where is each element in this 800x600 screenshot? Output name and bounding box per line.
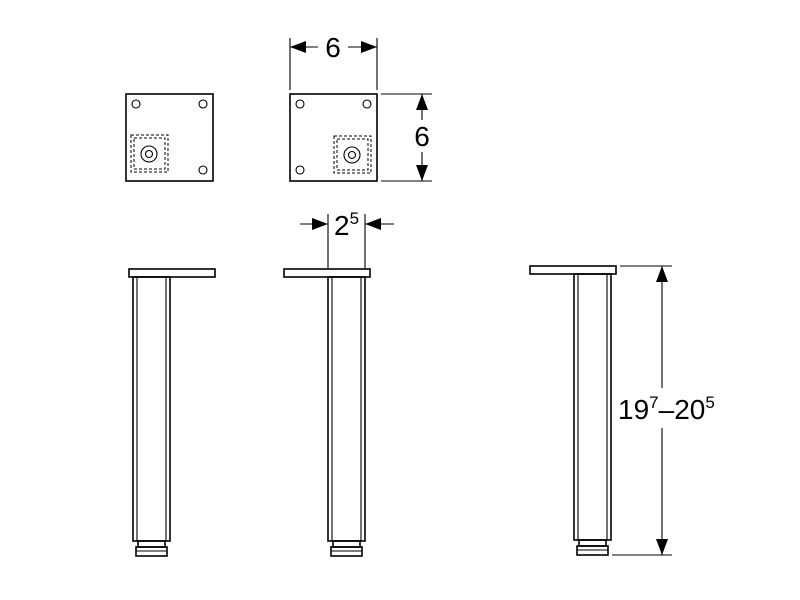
arrow-left-icon bbox=[365, 218, 381, 230]
leg-side-view-3 bbox=[529, 265, 617, 556]
plate-width-label: 6 bbox=[325, 32, 341, 63]
arrow-right-icon bbox=[361, 41, 377, 53]
leg-height-label: 197–205 bbox=[618, 393, 715, 425]
leg-side-view-1 bbox=[128, 268, 216, 557]
dimension-plate-width: 6 bbox=[289, 32, 378, 90]
arrow-up-icon bbox=[416, 94, 428, 110]
plate-height-label: 6 bbox=[414, 121, 430, 152]
plate-top-view-left bbox=[125, 93, 214, 182]
arrow-left-icon bbox=[290, 41, 306, 53]
tube-width-label: 25 bbox=[334, 209, 359, 241]
arrow-down-icon bbox=[416, 165, 428, 181]
dimension-tube-width: 25 bbox=[300, 209, 394, 272]
arrow-down-icon bbox=[656, 539, 668, 555]
plate-top-view-right bbox=[289, 93, 378, 182]
leg-side-view-2 bbox=[283, 268, 371, 557]
dimension-plate-height: 6 bbox=[381, 93, 432, 182]
arrow-right-icon bbox=[312, 218, 328, 230]
arrow-up-icon bbox=[656, 266, 668, 282]
dimension-leg-height: 197–205 bbox=[612, 265, 715, 556]
